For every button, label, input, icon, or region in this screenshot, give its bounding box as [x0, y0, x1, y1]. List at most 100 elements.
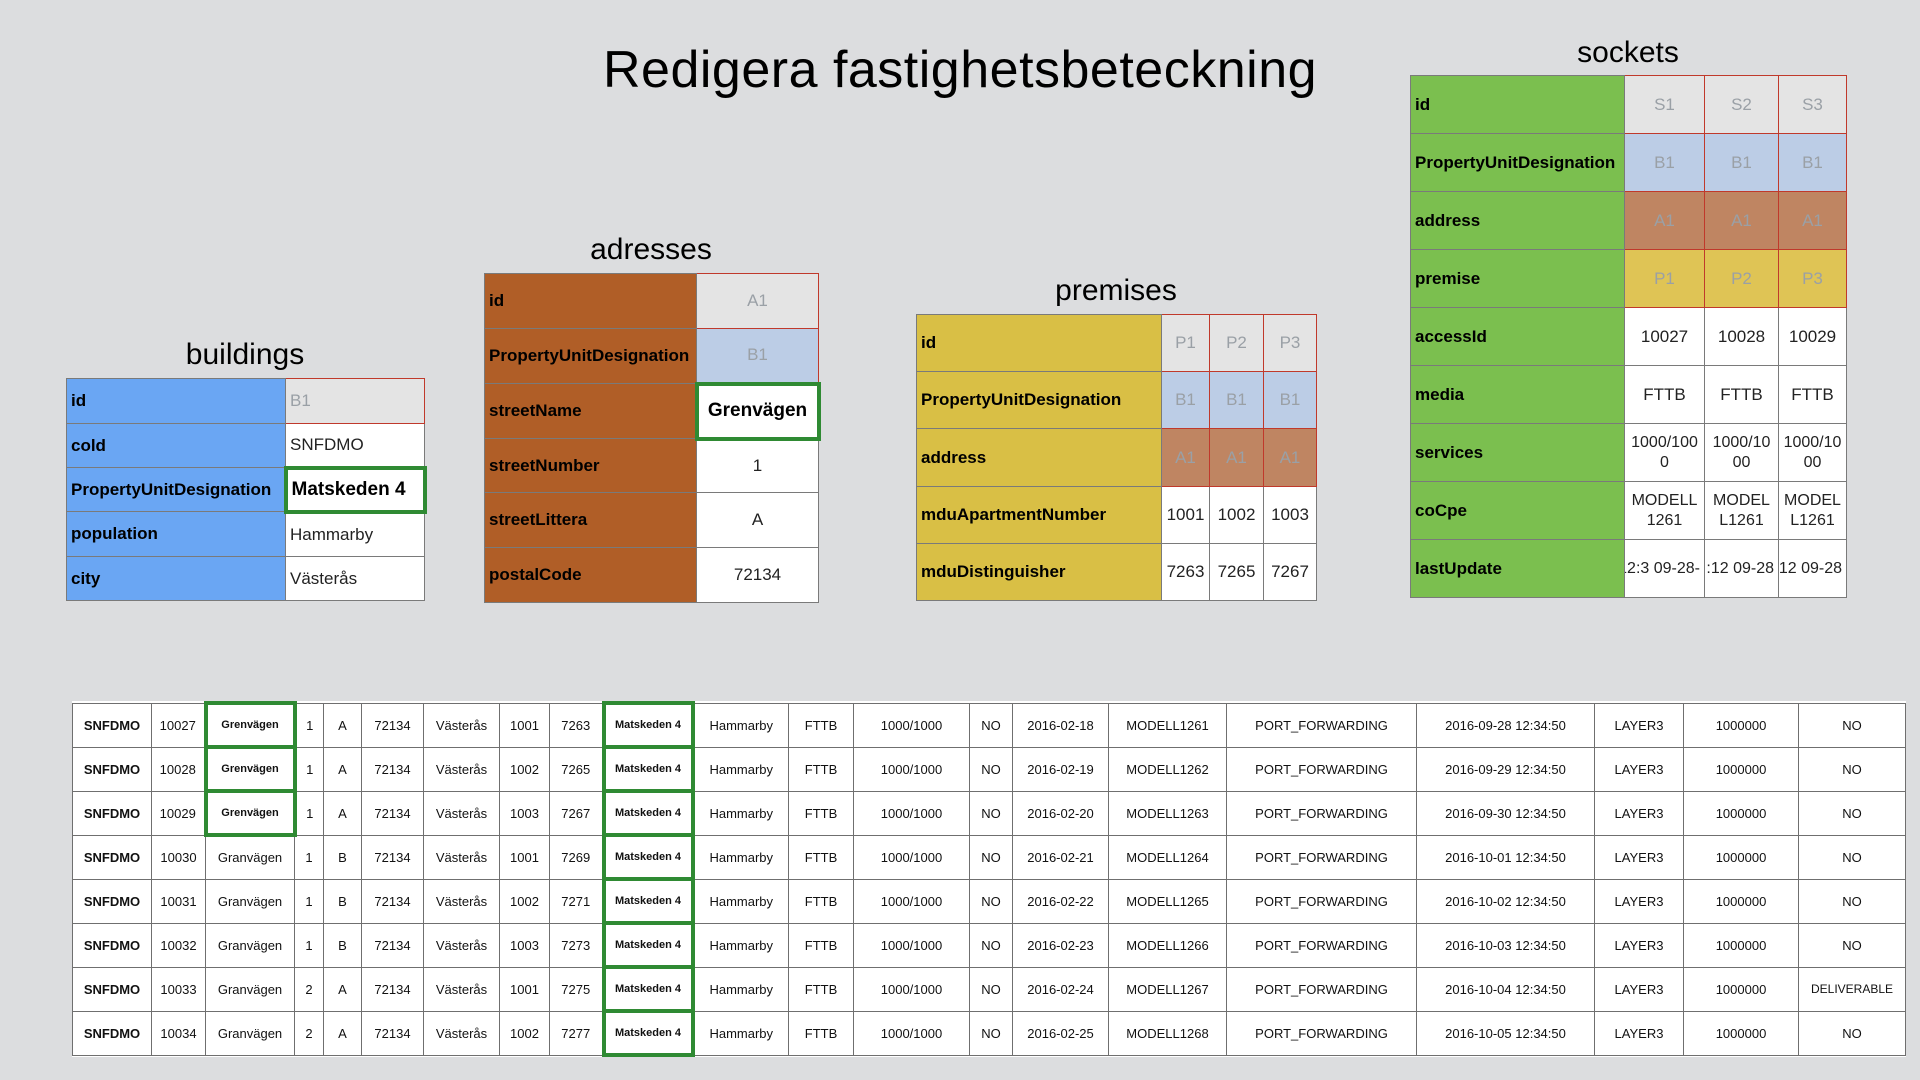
table-cell: B	[323, 922, 362, 968]
table-cell: Matskeden 4	[601, 789, 695, 837]
table-cell: 1002	[499, 1010, 550, 1056]
table-cell: 2	[294, 1010, 324, 1056]
sockets-row-key: lastUpdate	[1410, 539, 1625, 598]
adresses-row-key: streetLittera	[484, 492, 697, 548]
sockets-row-value: S1	[1624, 75, 1705, 134]
table-cell: 1001	[499, 966, 550, 1012]
sockets-row-value: B1	[1624, 133, 1705, 192]
table-cell: NO	[969, 966, 1013, 1012]
table-cell: PORT_FORWARDING	[1226, 702, 1417, 748]
table-cell: SNFDMO	[72, 834, 152, 880]
table-cell: 2016-09-30 12:34:50	[1416, 790, 1595, 836]
buildings-row-value[interactable]: Matskeden 4	[283, 465, 427, 514]
table-cell: 1000/1000	[853, 966, 970, 1012]
sockets-row-value: P1	[1624, 249, 1705, 308]
sockets-row-key: premise	[1410, 249, 1625, 308]
table-cell: 1002	[499, 746, 550, 792]
table-cell: LAYER3	[1594, 1010, 1684, 1056]
table-cell: SNFDMO	[72, 922, 152, 968]
table-cell: FTTB	[788, 702, 854, 748]
table-cell: Hammarby	[692, 878, 789, 924]
table-cell: 2016-10-04 12:34:50	[1416, 966, 1595, 1012]
adresses-row-value: B1	[696, 328, 819, 384]
table-cell: PORT_FORWARDING	[1226, 1010, 1417, 1056]
table-cell: SNFDMO	[72, 878, 152, 924]
sockets-row-value: B1	[1704, 133, 1779, 192]
table-cell: 10032	[151, 922, 206, 968]
table-cell: 10029	[151, 790, 206, 836]
table-cell: 1	[294, 746, 324, 792]
table-cell: 10033	[151, 966, 206, 1012]
table-cell: LAYER3	[1594, 702, 1684, 748]
buildings-row-value: SNFDMO	[285, 423, 425, 468]
buildings-caption: buildings	[185, 338, 305, 371]
table-cell: 1000/1000	[853, 1010, 970, 1056]
sockets-row-value: 10029	[1778, 307, 1847, 366]
buildings-row-key: cold	[66, 423, 286, 468]
table-cell: Granvägen	[205, 922, 295, 968]
table-cell: 1001	[499, 834, 550, 880]
table-cell: Västerås	[423, 834, 500, 880]
premises-row-value: A1	[1161, 428, 1210, 487]
sockets-row-value: 1000/1000	[1704, 423, 1779, 482]
table-cell: NO	[969, 746, 1013, 792]
table-cell: 1000000	[1683, 966, 1799, 1012]
table-cell: Granvägen	[205, 1010, 295, 1056]
sockets-row-value: 09-28 12	[1778, 539, 1847, 598]
table-cell: Matskeden 4	[601, 745, 695, 793]
table-cell: SNFDMO	[72, 1010, 152, 1056]
table-cell: 2016-10-02 12:34:50	[1416, 878, 1595, 924]
premises-row-value: B1	[1263, 371, 1317, 429]
table-cell: 2016-02-21	[1012, 834, 1109, 880]
premises-row-value: 7267	[1263, 543, 1317, 601]
table-cell: 7275	[549, 966, 604, 1012]
buildings-row-value: Västerås	[285, 556, 425, 601]
table-cell: MODELL1263	[1108, 790, 1227, 836]
table-cell: LAYER3	[1594, 746, 1684, 792]
table-cell: 72134	[361, 746, 424, 792]
sockets-row-key: media	[1410, 365, 1625, 424]
buildings-row-key: id	[66, 378, 286, 424]
table-cell: 7263	[549, 702, 604, 748]
table-cell: Hammarby	[692, 702, 789, 748]
premises-row-key: id	[916, 314, 1162, 372]
table-cell: Grenvägen	[203, 701, 297, 749]
table-cell: NO	[969, 834, 1013, 880]
adresses-row-value: 1	[696, 438, 819, 493]
table-cell: 10030	[151, 834, 206, 880]
table-cell: 2016-02-18	[1012, 702, 1109, 748]
sockets-row-value: A1	[1704, 191, 1779, 250]
table-cell: 1003	[499, 790, 550, 836]
table-cell: FTTB	[788, 790, 854, 836]
buildings-row-value: B1	[285, 378, 425, 424]
table-cell: Grenvägen	[203, 789, 297, 837]
premises-row-key: PropertyUnitDesignation	[916, 371, 1162, 429]
table-cell: LAYER3	[1594, 878, 1684, 924]
table-cell: Granvägen	[205, 878, 295, 924]
premises-row-value: P2	[1209, 314, 1264, 372]
table-cell: Hammarby	[692, 790, 789, 836]
sockets-row-value: S2	[1704, 75, 1779, 134]
table-cell: 1000000	[1683, 702, 1799, 748]
adresses-row-value[interactable]: Grenvägen	[694, 381, 821, 441]
adresses-row-key: id	[484, 273, 697, 329]
table-cell: 1000/1000	[853, 746, 970, 792]
buildings-row-key: population	[66, 511, 286, 557]
buildings-row-value: Hammarby	[285, 511, 425, 557]
